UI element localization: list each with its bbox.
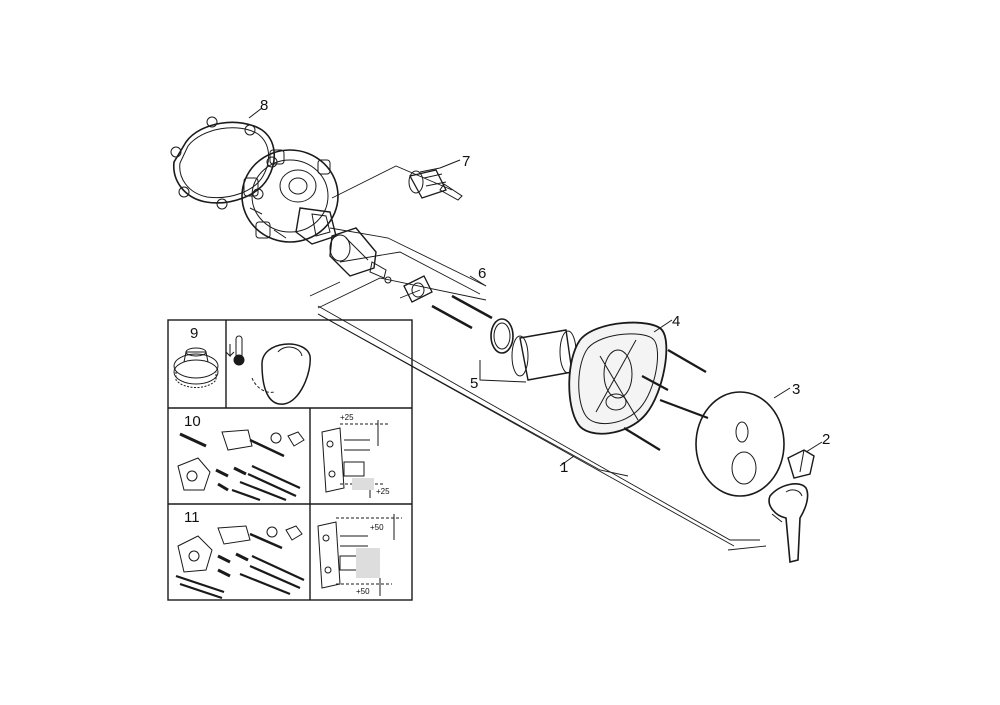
- part-8-seal-ring: [170, 116, 278, 210]
- part-2-cap: [787, 449, 815, 479]
- part-label-8: 8: [260, 97, 268, 114]
- inset-label-11: 11: [184, 509, 200, 526]
- dim-box11-top: +50: [370, 523, 384, 532]
- part-label-4: 4: [672, 313, 680, 330]
- accessory-inset-panel: [167, 319, 413, 601]
- box-11-dimension-drawing: [317, 514, 402, 596]
- leader-6: [469, 275, 487, 287]
- box-10-dimension-drawing: [321, 420, 388, 498]
- part-7-cartridge: [408, 167, 463, 201]
- part-label-7: 7: [462, 153, 470, 170]
- dim-box10-bottom: +25: [376, 487, 390, 496]
- box-10-parts-kit: [177, 429, 305, 502]
- part-label-6: 6: [478, 265, 486, 282]
- part-4-mounting-plate: [568, 321, 709, 451]
- box-11-parts-kit: [175, 525, 305, 600]
- mixer-body-housing: [241, 149, 339, 245]
- box-9-adapter-ring: [173, 347, 219, 388]
- box-9-temperature-handle: [225, 335, 311, 405]
- leader-4: [653, 319, 673, 333]
- leader-8: [248, 107, 263, 119]
- leader-5: [479, 360, 527, 383]
- thermostatic-cartridge: [329, 227, 392, 284]
- inset-label-10: 10: [184, 413, 201, 430]
- axis-lines-upper: [309, 165, 629, 477]
- part-label-2: 2: [822, 431, 830, 448]
- part-1-axis: [317, 305, 767, 551]
- part-label-3: 3: [792, 381, 800, 398]
- part-5-sleeve: [490, 318, 577, 381]
- lever-handle: [768, 483, 809, 564]
- part-3-escutcheon: [695, 391, 785, 497]
- leader-7: [439, 159, 461, 169]
- leader-2: [805, 441, 823, 453]
- part-label-1: 1: [560, 459, 568, 476]
- inset-label-9: 9: [190, 325, 198, 342]
- dim-box10-top: +25: [340, 413, 354, 422]
- part-label-5: 5: [470, 375, 478, 392]
- part-6-spacer-screws: [403, 275, 493, 330]
- leader-3: [773, 387, 791, 399]
- leader-1: [559, 455, 575, 467]
- dim-box11-bottom: +50: [356, 587, 370, 596]
